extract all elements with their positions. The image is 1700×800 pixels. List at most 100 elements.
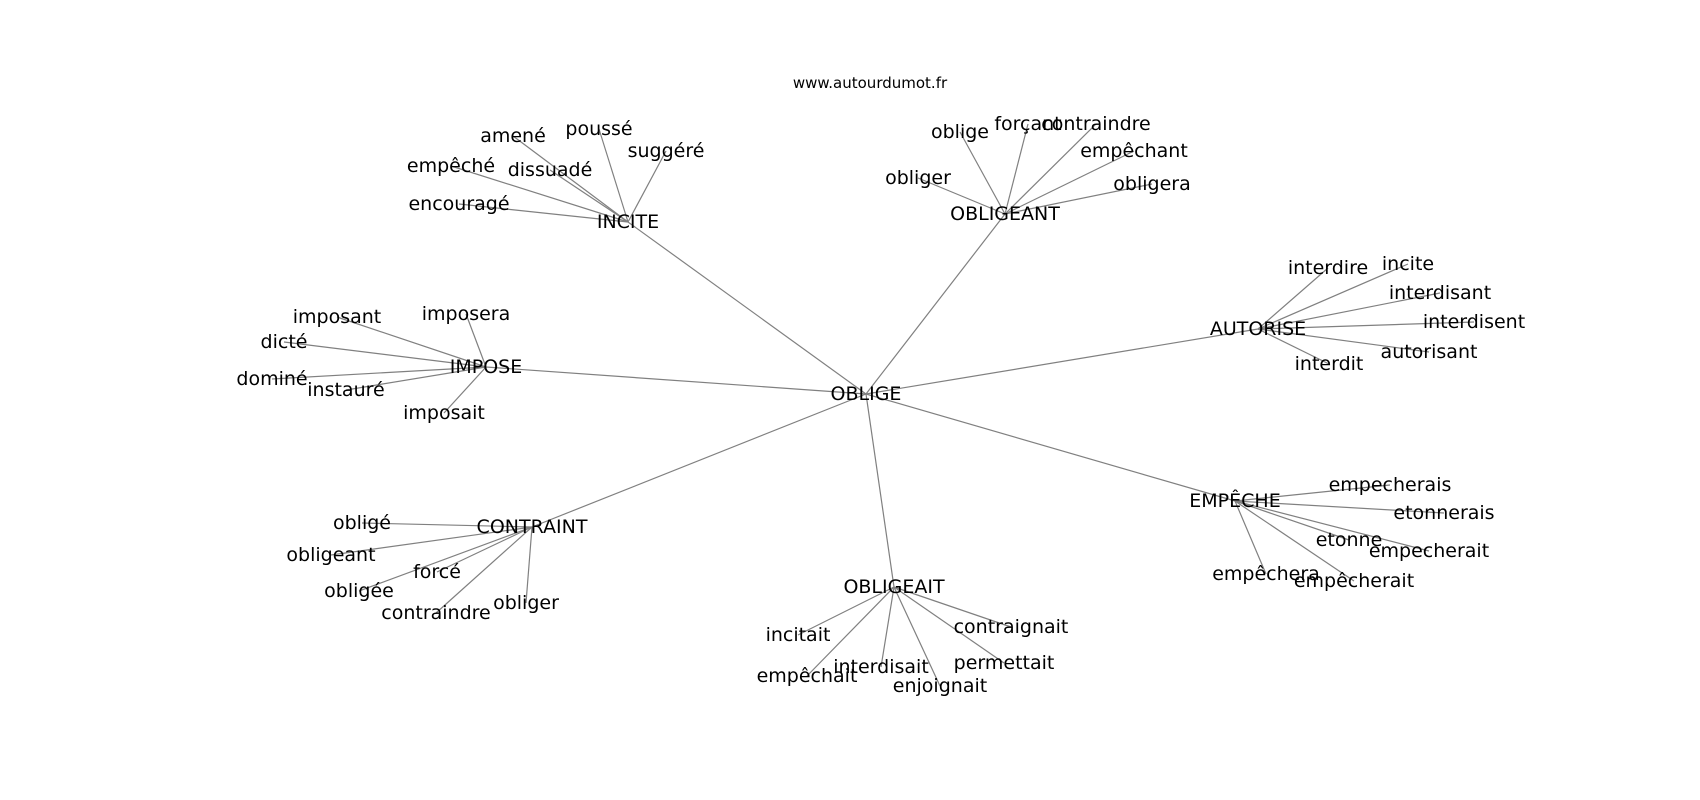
edge-incite-suggere [627,150,667,223]
edge-contraint-contraindre [435,526,533,614]
edge-incite-dissuade [549,169,629,223]
word-node-incite-encourage: encouragé [408,193,509,215]
edge-contraint-force [436,526,533,573]
edge-impose-imposait [443,366,487,414]
edge-obligeant-contraindre [1004,123,1097,215]
word-node-obligeant-obliger: obliger [885,167,951,189]
edge-incite-encourage [458,203,629,223]
word-node-autorise-incite: incite [1382,253,1434,275]
word-node-autorise-autorisant: autorisant [1381,341,1478,363]
edge-contraint-obliger [525,526,533,604]
word-node-contraint-force: forcé [413,561,461,583]
edge-autorise-incite [1257,263,1409,330]
hub-node-contraint: CONTRAINT [477,516,588,538]
edge-incite-amene [512,135,629,223]
word-node-incite-dissuade: dissuadé [508,159,593,181]
edge-center-empeche [865,393,1236,502]
edge-obligeait-enjoignait [893,586,941,687]
edge-center-obligeant [865,213,1006,395]
edge-obligeait-empechait [806,586,895,677]
hub-node-impose: IMPOSE [450,356,522,378]
hub-node-obligeait: OBLIGEAIT [843,576,945,598]
word-node-obligeait-empechait: empêchait [757,665,858,687]
edge-empeche-empecherait [1234,500,1430,552]
word-node-obligeant-contraindre: contraindre [1041,113,1150,135]
edge-impose-imposera [465,313,487,368]
edge-center-incite [627,221,867,395]
word-node-impose-dicte: dicté [261,331,308,353]
word-node-contraint-obligee: obligée [324,580,394,602]
graph-edges [271,123,1475,687]
word-node-empeche-empecherait: empêcherait [1294,570,1414,592]
word-node-obligeant-forcant: forçant [994,113,1061,135]
word-node-empeche-empecherait: empecherait [1369,540,1489,562]
hub-node-incite: INCITE [597,211,659,233]
word-node-obligeait-contraignait: contraignait [954,616,1069,638]
word-node-incite-pousse: poussé [565,118,632,140]
edge-empeche-empechera [1234,500,1267,575]
edge-impose-instaure [345,366,487,391]
edge-autorise-interdisent [1257,321,1475,330]
word-node-obligeait-interdisait: interdisait [833,656,929,678]
hub-node-empeche: EMPÊCHE [1189,489,1280,512]
word-node-incite-empeche: empêché [407,155,495,177]
edge-obligeait-contraignait [893,586,1012,628]
edge-autorise-interdire [1257,267,1329,330]
edge-obligeant-obliger [917,177,1006,215]
edge-contraint-oblige [361,522,533,528]
edge-autorise-autorisant [1257,328,1430,353]
edge-contraint-obligee [358,526,533,592]
word-node-autorise-interdire: interdire [1288,257,1368,279]
word-node-contraint-obliger: obliger [493,592,559,614]
hub-node-autorise: AUTORISE [1210,318,1306,340]
word-node-obligeait-incitait: incitait [766,624,831,646]
edge-impose-domine [271,366,487,380]
edge-contraint-obligeant [330,526,533,556]
word-node-contraint-oblige: obligé [333,512,391,534]
center-node-oblige: OBLIGE [831,383,902,405]
edge-autorise-interdisant [1257,292,1441,330]
edge-impose-dicte [283,341,487,368]
edge-center-impose [485,366,867,395]
edge-obligeant-forcant [1004,123,1029,215]
edge-impose-imposant [336,316,487,368]
word-node-obligeait-permettait: permettait [954,652,1055,674]
edge-incite-empeche [450,165,629,223]
edge-autorise-interdit [1257,328,1330,365]
edge-empeche-empecherais [1234,484,1391,502]
word-node-empeche-etonnerais: etonnerais [1393,502,1494,524]
edge-obligeant-empechant [1004,150,1135,215]
hub-node-obligeant: OBLIGEANT [950,203,1060,225]
edge-empeche-etonnerais [1234,500,1445,514]
word-node-impose-imposant: imposant [293,306,382,328]
word-node-empeche-etonne: etonne [1316,529,1383,551]
word-node-incite-suggere: suggéré [628,140,705,162]
edge-obligeait-permettait [893,586,1005,664]
word-node-autorise-interdisant: interdisant [1389,282,1491,304]
word-node-autorise-interdisent: interdisent [1423,311,1525,333]
word-node-contraint-contraindre: contraindre [381,602,490,624]
word-node-obligeant-oblige: oblige [931,121,989,143]
edge-obligeant-oblige [959,131,1006,215]
word-node-empeche-empechera: empêchera [1212,563,1320,585]
edge-center-autorise [865,328,1259,395]
edge-incite-pousse [598,128,629,223]
edge-empeche-empecherait [1234,500,1355,582]
edge-obligeant-obligera [1004,183,1153,215]
word-node-empeche-empecherais: empecherais [1329,474,1452,496]
word-node-autorise-interdit: interdit [1295,353,1364,375]
word-node-impose-imposera: imposera [422,303,511,325]
word-node-incite-amene: amené [480,125,546,147]
edge-obligeait-incitait [797,586,895,636]
edge-empeche-etonne [1234,500,1350,541]
edge-center-obligeait [865,393,895,588]
word-node-impose-instaure: instauré [307,379,384,401]
edge-obligeait-interdisait [880,586,895,668]
word-node-impose-domine: dominé [236,368,307,390]
word-node-obligeant-obligera: obligera [1113,173,1190,195]
word-node-impose-imposait: imposait [403,402,485,424]
word-node-obligeant-empechant: empêchant [1080,140,1188,162]
word-node-contraint-obligeant: obligeant [286,544,375,566]
